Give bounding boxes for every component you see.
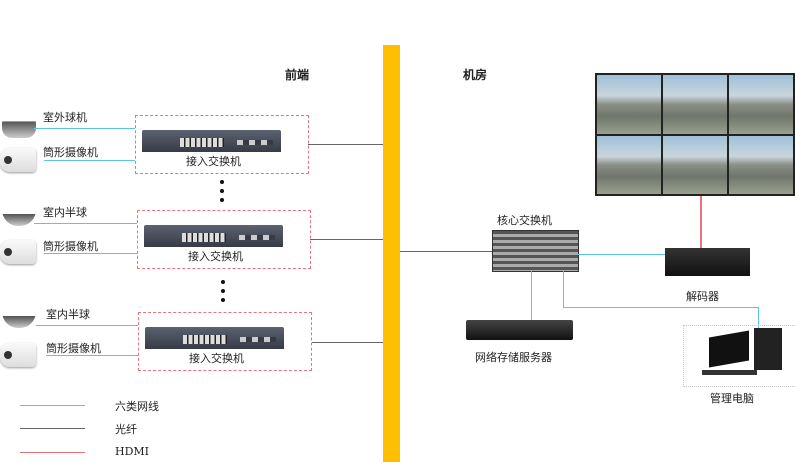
camera-label: 室内半球 bbox=[46, 308, 90, 321]
camera-label: 筒形摄像机 bbox=[43, 146, 98, 159]
legend-swatch-cat6 bbox=[20, 405, 85, 406]
machine-room-header: 机房 bbox=[463, 68, 488, 82]
decoder-icon bbox=[665, 248, 750, 276]
legend-label: 光纤 bbox=[115, 423, 137, 436]
access-switch-group: 接入交换机 bbox=[137, 210, 311, 269]
bullet-camera-icon bbox=[0, 240, 36, 264]
core-switch-icon bbox=[492, 230, 579, 272]
switch-icon bbox=[145, 327, 284, 349]
legend-swatch-hdmi bbox=[20, 452, 85, 453]
decoder-label: 解码器 bbox=[686, 290, 719, 303]
switch-label: 接入交换机 bbox=[189, 352, 244, 365]
legend-label: HDMI bbox=[115, 445, 150, 458]
access-switch-group: 接入交换机 bbox=[138, 312, 312, 371]
core-switch-label: 核心交换机 bbox=[497, 214, 552, 227]
access-switch-group: 接入交换机 bbox=[135, 115, 309, 174]
camera-label: 室外球机 bbox=[43, 111, 87, 124]
pc-label: 管理电脑 bbox=[710, 392, 754, 405]
legend-label: 六类网线 bbox=[115, 400, 159, 413]
switch-icon bbox=[142, 130, 281, 152]
nas-icon bbox=[466, 320, 573, 340]
bullet-camera-icon bbox=[0, 343, 36, 367]
camera-label: 室内半球 bbox=[43, 206, 87, 219]
legend-swatch-fiber bbox=[20, 428, 85, 429]
nas-label: 网络存储服务器 bbox=[475, 351, 552, 364]
switch-label: 接入交换机 bbox=[186, 155, 241, 168]
switch-icon bbox=[144, 225, 283, 247]
dome-camera-icon bbox=[2, 110, 36, 138]
dome-camera-icon bbox=[2, 308, 36, 328]
switch-label: 接入交换机 bbox=[188, 250, 243, 263]
bullet-camera-icon bbox=[0, 148, 36, 172]
video-wall bbox=[595, 73, 795, 196]
front-header: 前端 bbox=[285, 68, 310, 82]
camera-label: 筒形摄像机 bbox=[46, 342, 101, 355]
camera-label: 筒形摄像机 bbox=[43, 240, 98, 253]
backbone-bar bbox=[383, 45, 400, 462]
pc-icon bbox=[683, 325, 795, 387]
dome-camera-icon bbox=[2, 206, 36, 226]
